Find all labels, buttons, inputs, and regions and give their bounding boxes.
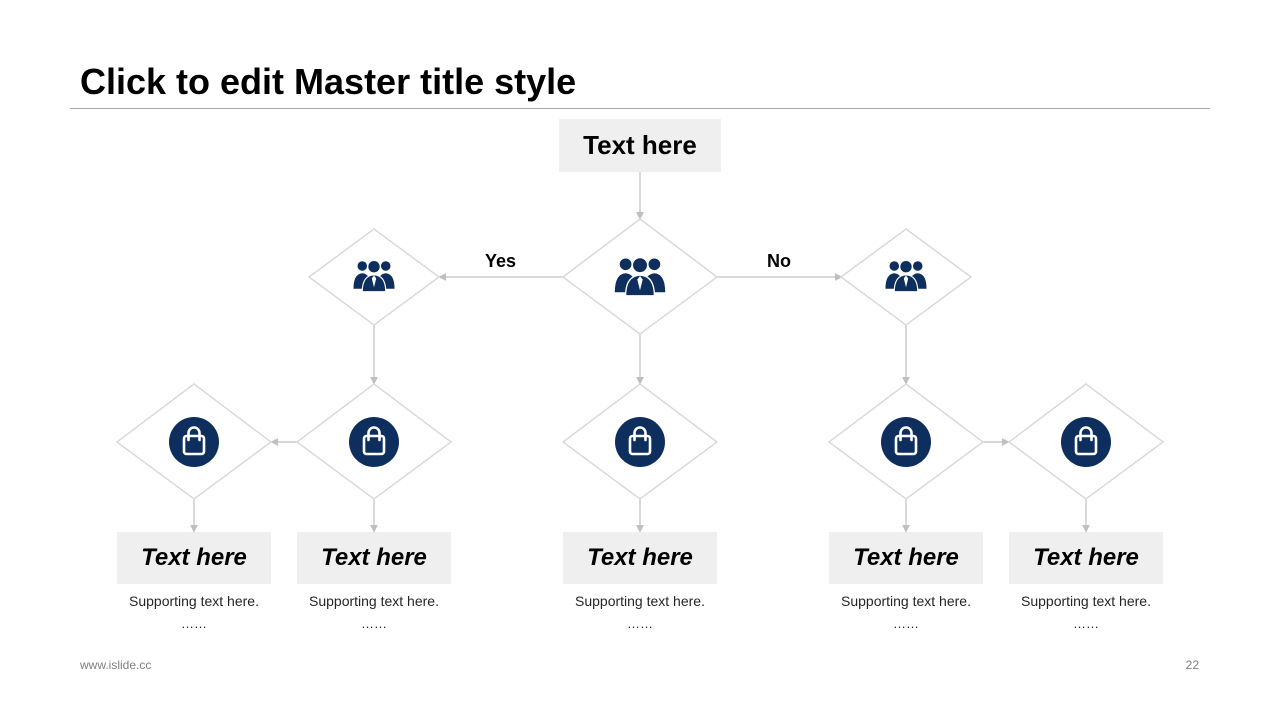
top-text-box: Text here bbox=[559, 119, 721, 172]
outcome-title-box: Text here bbox=[563, 532, 717, 584]
title-divider bbox=[70, 108, 1210, 109]
outcome-title-box: Text here bbox=[829, 532, 983, 584]
outcome-title-box: Text here bbox=[297, 532, 451, 584]
people-group-icon bbox=[884, 259, 928, 292]
shopping-bag-icon bbox=[615, 417, 665, 467]
outcome-supporting-text: Supporting text here. bbox=[1021, 593, 1151, 609]
outcome-ellipsis: …… bbox=[181, 616, 207, 631]
outcome-supporting-text: Supporting text here. bbox=[841, 593, 971, 609]
page-number: 22 bbox=[1185, 658, 1199, 672]
shopping-bag-icon bbox=[881, 417, 931, 467]
shopping-bag-icon bbox=[1061, 417, 1111, 467]
outcome-ellipsis: …… bbox=[627, 616, 653, 631]
outcome-title-box: Text here bbox=[1009, 532, 1163, 584]
outcome-title-box: Text here bbox=[117, 532, 271, 584]
branch-label-yes: Yes bbox=[485, 251, 517, 271]
branch-label-no: No bbox=[767, 251, 791, 271]
shopping-bag-icon bbox=[169, 417, 219, 467]
outcome-ellipsis: …… bbox=[893, 616, 919, 631]
outcome-ellipsis: …… bbox=[1073, 616, 1099, 631]
outcome-ellipsis: …… bbox=[361, 616, 387, 631]
shopping-bag-icon bbox=[349, 417, 399, 467]
slide-title: Click to edit Master title style bbox=[80, 61, 577, 102]
outcome-supporting-text: Supporting text here. bbox=[309, 593, 439, 609]
footer-website: www.islide.cc bbox=[80, 658, 152, 672]
people-group-icon bbox=[614, 256, 666, 296]
people-group-icon bbox=[352, 259, 396, 292]
outcome-supporting-text: Supporting text here. bbox=[575, 593, 705, 609]
outcome-supporting-text: Supporting text here. bbox=[129, 593, 259, 609]
connector-lines bbox=[190, 172, 1090, 533]
